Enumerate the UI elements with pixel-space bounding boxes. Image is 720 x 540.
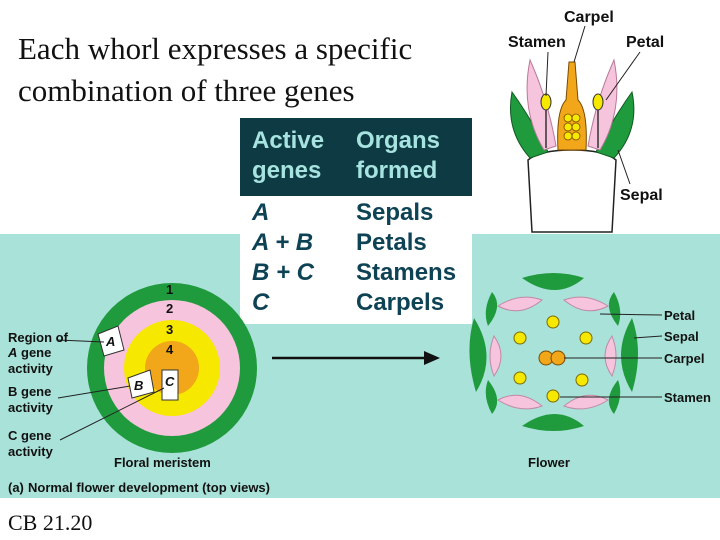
table-row-organ: Stamens xyxy=(356,259,457,286)
table-row-genes: A xyxy=(252,199,270,226)
whorl-number: 1 xyxy=(166,282,173,297)
table-row-organ: Petals xyxy=(356,229,427,256)
table-row-organ: Sepals xyxy=(356,199,434,226)
arrow-head-icon xyxy=(424,351,440,365)
label-region-a-activity: activity xyxy=(8,361,54,376)
whorl-number: 2 xyxy=(166,301,173,316)
flower-side-label-carpel: Carpel xyxy=(564,9,614,26)
label-region-a: Region of xyxy=(8,330,69,345)
table-row-genes: B + C xyxy=(252,259,315,286)
gene-letter-a: A xyxy=(105,334,115,349)
label-region-a-gene: A gene xyxy=(7,345,51,360)
whorl-number: 4 xyxy=(166,342,174,357)
flower-side-label-petal: Petal xyxy=(626,34,664,51)
flower-top-label-sepal: Sepal xyxy=(664,329,699,344)
whorl-number: 3 xyxy=(166,322,173,337)
slide-title-line-2: combination of three genes xyxy=(18,73,355,108)
whorl-4 xyxy=(145,341,199,395)
flower-side-view: Carpel Stamen Petal Sepal xyxy=(508,9,664,233)
table-row-genes: C xyxy=(252,289,270,316)
flower-top-label-flower: Flower xyxy=(528,455,570,470)
label-b-gene: B gene xyxy=(8,384,51,399)
header-active-genes: Active genes xyxy=(252,127,325,184)
label-c-gene: C gene xyxy=(8,428,51,443)
label-b-activity: activity xyxy=(8,400,54,415)
flower-top-view xyxy=(469,273,663,431)
flower-top-label-stamen: Stamen xyxy=(664,390,711,405)
panel-caption-label: (a) xyxy=(8,480,24,495)
label-floral-meristem: Floral meristem xyxy=(114,455,211,470)
slide-title-line-1: Each whorl expresses a specific xyxy=(18,31,413,66)
gene-table-header: Active genes Organs formed xyxy=(240,118,472,196)
gene-letter-c: C xyxy=(165,374,175,389)
slide-caption: CB 21.20 xyxy=(8,510,93,535)
flower-side-label-sepal: Sepal xyxy=(620,187,663,204)
gene-table-body: A Sepals A + B Petals B + C Stamens C Ca… xyxy=(240,196,472,324)
table-row-genes: A + B xyxy=(252,229,314,256)
flower-side-label-stamen: Stamen xyxy=(508,34,566,51)
panel-caption: Normal flower development (top views) xyxy=(28,480,270,495)
table-row-organ: Carpels xyxy=(356,289,445,316)
label-c-activity: activity xyxy=(8,444,54,459)
header-organs-formed: Organs formed xyxy=(356,127,441,184)
flower-top-label-petal: Petal xyxy=(664,308,695,323)
slide-title: Each whorl expresses a specific combinat… xyxy=(18,28,488,112)
gene-letter-b: B xyxy=(134,378,143,393)
flower-top-label-carpel: Carpel xyxy=(664,351,704,366)
